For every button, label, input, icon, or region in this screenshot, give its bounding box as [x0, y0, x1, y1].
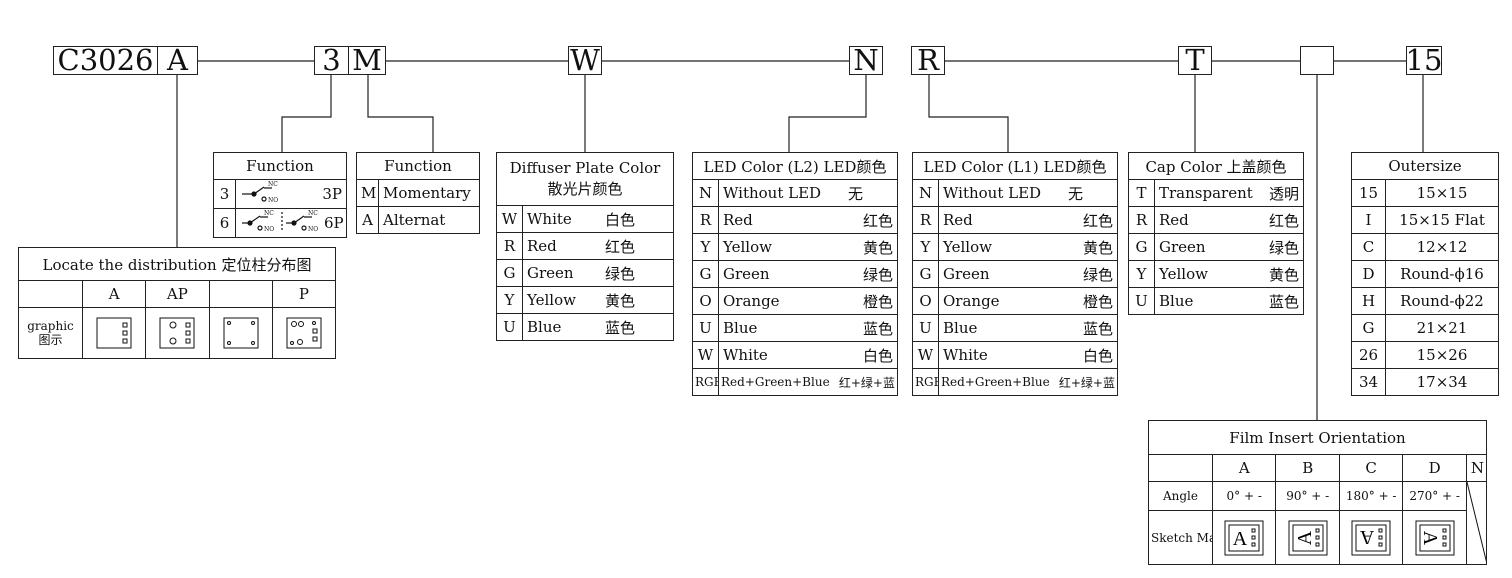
table-row: 6 [213, 208, 347, 238]
table-row: 3 NC NO [213, 179, 347, 209]
n-diagonal-cell [1465, 481, 1488, 565]
svg-text:NO: NO [268, 197, 278, 204]
svg-text:A: A [1359, 526, 1374, 548]
function-poles-table: Function 3 NC [213, 152, 347, 238]
svg-text:NC: NC [308, 210, 318, 217]
svg-text:A: A [1294, 530, 1316, 545]
svg-text:NC: NC [268, 181, 278, 188]
sketch-270deg-icon: A [1415, 520, 1455, 556]
code-box-film [1300, 46, 1334, 75]
angle-label: Angle [1148, 480, 1213, 512]
switch-3p-icon: NC NO [240, 181, 300, 208]
sketch-180deg-icon: A [1351, 520, 1391, 556]
code-box-series: C3026 [53, 46, 158, 75]
table-row: A Alternat [356, 206, 480, 234]
function-action-title: Function [356, 152, 480, 180]
cap-title: Cap Color 上盖颜色 [1128, 152, 1304, 180]
svg-text:NO: NO [264, 226, 274, 233]
locate-blank-icon [223, 317, 259, 349]
code-box-cap: T [1178, 46, 1212, 75]
film-title: Film Insert Orientation [1148, 420, 1487, 455]
diffuser-title-cn: 散光片颜色 [547, 180, 623, 198]
table-row: M Momentary [356, 179, 480, 207]
locate-distribution-table: Locate the distribution 定位柱分布图 A AP P gr… [18, 247, 337, 359]
code-box-outersize: 15 [1405, 43, 1443, 77]
svg-text:A: A [1419, 530, 1441, 545]
code-box-led-l1: R [911, 46, 945, 75]
diffuser-title-en: Diffuser Plate Color [509, 159, 661, 177]
locate-title: Locate the distribution 定位柱分布图 [18, 247, 336, 281]
svg-text:A: A [1233, 528, 1248, 550]
graphic-label: graphic 图示 [18, 307, 83, 359]
svg-text:NC: NC [264, 210, 274, 217]
code-box-diffuser: W [568, 46, 602, 75]
led-l1-title: LED Color (L1) LED颜色 [912, 152, 1118, 180]
code-box-action: M [348, 46, 386, 75]
locate-ap-icon [159, 317, 195, 349]
sketch-label: Sketch Map [1148, 510, 1213, 565]
svg-text:NO: NO [308, 226, 318, 233]
sketch-90deg-icon: A [1288, 520, 1328, 556]
code-box-locate: A [157, 46, 198, 75]
function-poles-title: Function [213, 152, 347, 180]
led-l2-title: LED Color (L2) LED颜色 [692, 152, 898, 180]
locate-a-icon [96, 317, 132, 349]
film-orientation-table: Film Insert Orientation A B C D N Angle … [1148, 420, 1488, 565]
outersize-title: Outersize [1351, 152, 1499, 180]
locate-p-icon [286, 317, 322, 349]
sketch-0deg-icon: A [1224, 520, 1264, 556]
function-action-table: Function M Momentary A Alternat [356, 152, 480, 234]
code-box-poles: 3 [314, 46, 349, 75]
switch-6p-icon: NC NO NC NO [240, 210, 324, 237]
code-box-led-l2: N [849, 46, 883, 75]
